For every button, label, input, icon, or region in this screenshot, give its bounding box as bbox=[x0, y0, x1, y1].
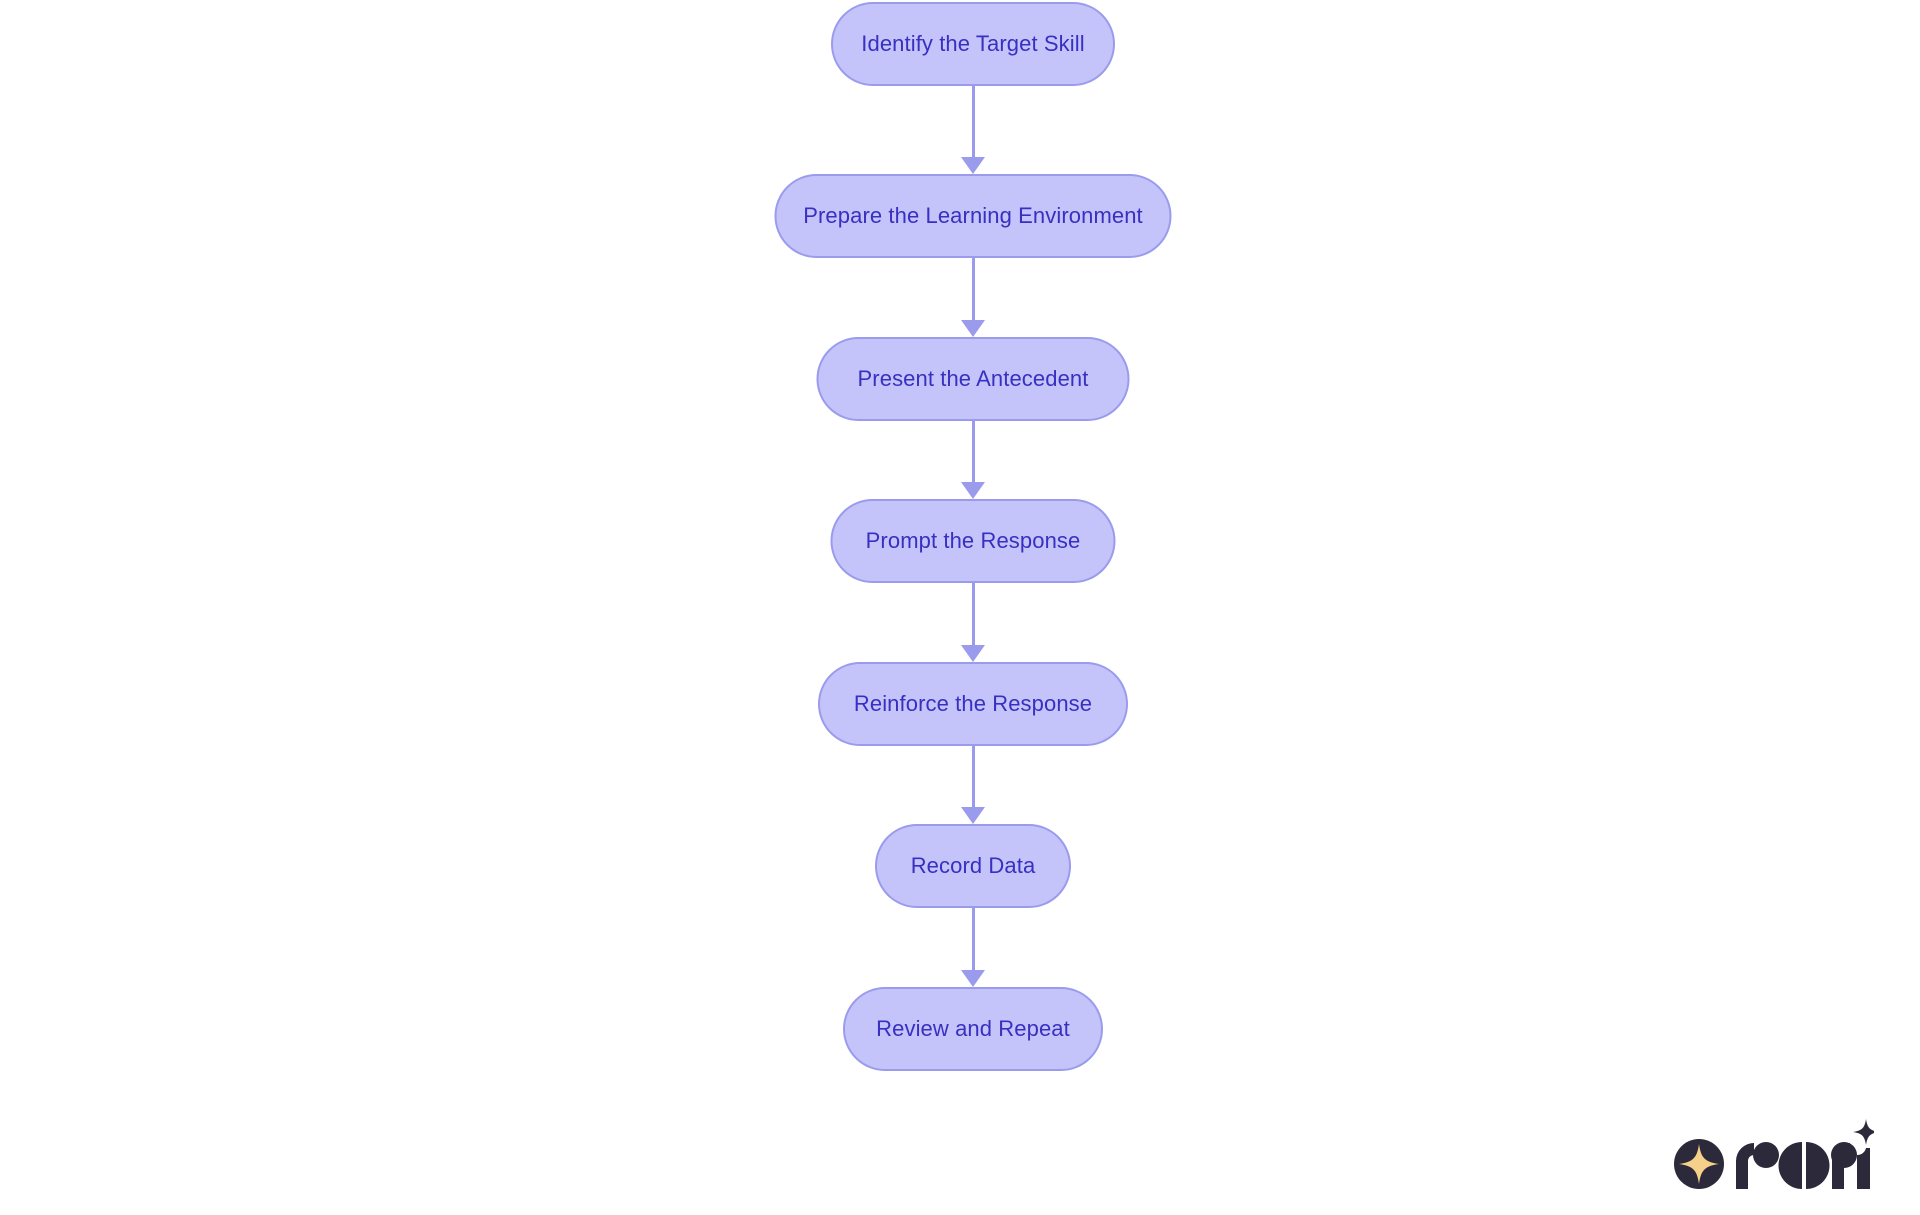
connector-line bbox=[971, 86, 975, 158]
flow-node-step-7[interactable]: Review and Repeat bbox=[843, 987, 1103, 1071]
flow-connector bbox=[961, 908, 985, 987]
flow-node-label: Prompt the Response bbox=[865, 528, 1081, 553]
arrowhead-down-icon bbox=[961, 320, 985, 337]
flow-node-label: Present the Antecedent bbox=[857, 366, 1089, 391]
rori-logo bbox=[1674, 1117, 1879, 1199]
arrowhead-down-icon bbox=[961, 157, 985, 174]
flow-node-label: Record Data bbox=[910, 853, 1036, 878]
flow-node-label: Review and Repeat bbox=[876, 1016, 1070, 1041]
flow-node-step-2[interactable]: Prepare the Learning Environment bbox=[774, 174, 1172, 258]
arrowhead-down-icon bbox=[961, 645, 985, 662]
flow-node-label: Identify the Target Skill bbox=[861, 31, 1085, 56]
flow-connector bbox=[961, 258, 985, 337]
flow-connector bbox=[961, 421, 985, 499]
flow-node-label: Prepare the Learning Environment bbox=[803, 203, 1143, 228]
flow-node-step-1[interactable]: Identify the Target Skill bbox=[831, 2, 1115, 86]
connector-line bbox=[971, 421, 975, 483]
arrowhead-down-icon bbox=[961, 970, 985, 987]
flow-node-step-4[interactable]: Prompt the Response bbox=[830, 499, 1116, 583]
logo-letter-r-1 bbox=[1736, 1142, 1779, 1189]
connector-line bbox=[971, 583, 975, 646]
connector-line bbox=[971, 258, 975, 321]
logo-letter-r-2 bbox=[1831, 1142, 1857, 1189]
flow-node-label: Reinforce the Response bbox=[853, 691, 1093, 716]
flow-connector bbox=[961, 86, 985, 174]
flow-node-step-3[interactable]: Present the Antecedent bbox=[816, 337, 1130, 421]
flow-node-step-5[interactable]: Reinforce the Response bbox=[818, 662, 1128, 746]
connector-line bbox=[971, 746, 975, 808]
flow-node-step-6[interactable]: Record Data bbox=[875, 824, 1071, 908]
logo-letter-i bbox=[1853, 1119, 1879, 1189]
logo-sparkle-icon bbox=[1853, 1119, 1879, 1145]
logo-badge-icon bbox=[1674, 1139, 1724, 1189]
flow-connector bbox=[961, 746, 985, 824]
connector-line bbox=[971, 908, 975, 971]
arrowhead-down-icon bbox=[961, 807, 985, 824]
rori-logo-svg bbox=[1674, 1119, 1879, 1189]
arrowhead-down-icon bbox=[961, 482, 985, 499]
logo-letter-o bbox=[1778, 1142, 1830, 1189]
flow-connector bbox=[961, 583, 985, 662]
